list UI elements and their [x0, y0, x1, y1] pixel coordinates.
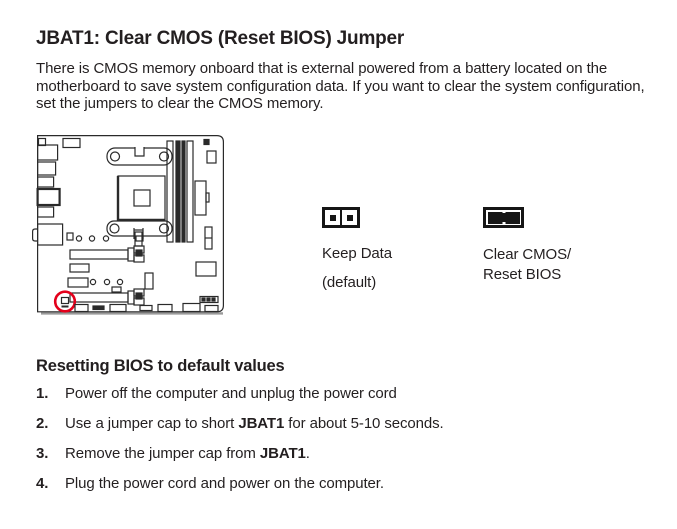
- step-number: 4.: [36, 475, 49, 492]
- step-item: 1. Power off the computer and unplug the…: [36, 385, 636, 415]
- step-item: 3. Remove the jumper cap from JBAT1.: [36, 445, 636, 475]
- section-heading: Resetting BIOS to default values: [36, 357, 285, 375]
- jumper-shorted-icon: [483, 207, 524, 228]
- clear-cmos-label-line2: Reset BIOS: [483, 265, 562, 283]
- clear-cmos-label: Clear CMOS/ Reset BIOS: [483, 245, 571, 284]
- motherboard-diagram: [32, 135, 224, 315]
- keep-data-default-label: (default): [322, 274, 377, 291]
- step-item: 4. Plug the power cord and power on the …: [36, 475, 636, 505]
- jumper-notch: [502, 210, 505, 213]
- jbat1-highlight: [53, 290, 77, 313]
- step-number: 1.: [36, 385, 49, 402]
- jumper-cap: [487, 211, 520, 224]
- step-number: 2.: [36, 415, 49, 432]
- jumper-pin: [325, 210, 342, 225]
- intro-paragraph: There is CMOS memory onboard that is ext…: [36, 60, 645, 112]
- step-text: Power off the computer and unplug the po…: [65, 385, 397, 402]
- page-title: JBAT1: Clear CMOS (Reset BIOS) Jumper: [36, 28, 405, 49]
- keep-data-label: Keep Data: [322, 245, 392, 262]
- jumper-pin: [342, 210, 357, 225]
- step-number: 3.: [36, 445, 49, 462]
- step-text: Remove the jumper cap from JBAT1.: [65, 445, 310, 462]
- jbat1-jumper: [60, 296, 70, 305]
- jumper-notch: [502, 222, 505, 225]
- step-text: Plug the power cord and power on the com…: [65, 475, 384, 492]
- clear-cmos-label-line1: Clear CMOS/: [483, 246, 572, 263]
- step-item: 2. Use a jumper cap to short JBAT1 for a…: [36, 415, 636, 445]
- jumper-open-icon: [322, 207, 360, 228]
- steps-list: 1. Power off the computer and unplug the…: [36, 385, 636, 505]
- step-text: Use a jumper cap to short JBAT1 for abou…: [65, 415, 444, 432]
